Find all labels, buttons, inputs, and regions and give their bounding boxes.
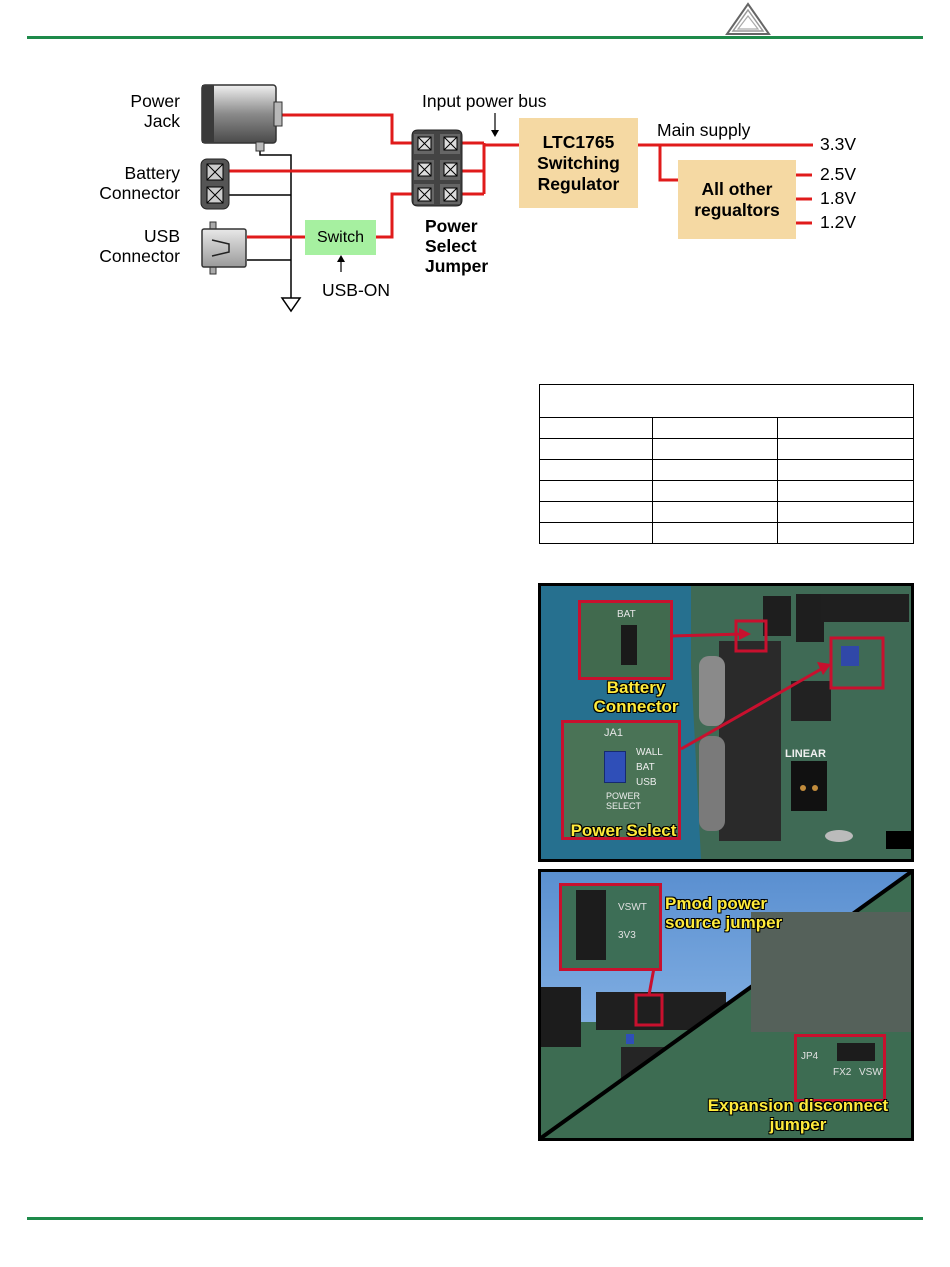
table-row (539, 480, 914, 502)
power-jack-label: Power Jack (130, 91, 180, 131)
table-row (539, 459, 914, 481)
power-wires (229, 113, 813, 239)
regulator-box: LTC1765 Switching Regulator (519, 118, 638, 208)
pmod-inset: VSWT 3V3 (559, 883, 662, 971)
switch-box: Switch (305, 220, 376, 255)
jumper-label-usb: USB (636, 777, 657, 788)
usb-connector-label: USB Connector (99, 226, 180, 266)
power-select-jumper-label: Power Select Jumper (425, 216, 489, 276)
pmod-jumper-callout: Pmod power source jumper (665, 894, 783, 932)
usb-on-label: USB-ON (322, 280, 391, 300)
supply-table (539, 384, 914, 544)
power-select-jumper-icon (411, 129, 463, 207)
output-1v8: 1.8V (820, 188, 856, 208)
ja1-silk: JA1 (604, 727, 623, 739)
expansion-header (837, 1043, 875, 1061)
battery-connector-label: Battery Connector (99, 163, 180, 203)
table-caption-cell (539, 384, 914, 418)
table-row (539, 438, 914, 460)
vswt-silk: VSWT (859, 1067, 886, 1078)
jp4-silk: JP4 (801, 1051, 819, 1062)
power-select-callout: Power Select (570, 821, 677, 840)
pmod-silk-vswt: VSWT (618, 902, 647, 913)
board-photo-power-select: BAT Battery Connector JA1 WALL BAT USB P… (538, 583, 914, 862)
header-rule (27, 36, 923, 39)
main-supply-label: Main supply (657, 120, 751, 140)
output-1v2: 1.2V (820, 212, 856, 232)
ground-wires (229, 143, 292, 298)
pmod-header (576, 890, 606, 960)
usb-connector-icon (201, 221, 247, 275)
jumper-label-wall: WALL (636, 747, 663, 758)
battery-header (621, 625, 637, 665)
table-header-row (539, 417, 914, 439)
pmod-silk-3v3: 3V3 (618, 930, 636, 941)
fx2-silk: FX2 (833, 1067, 852, 1078)
table-row (539, 522, 914, 544)
power-select-silk: POWER SELECT (606, 791, 642, 811)
table-row (539, 501, 914, 523)
blue-jumper-icon (604, 751, 626, 783)
other-regulators-box: All other regualtors (678, 160, 796, 239)
output-3v3: 3.3V (820, 134, 856, 154)
ground-symbol-icon (280, 297, 302, 313)
battery-connector-callout: Battery Connector (593, 678, 679, 716)
bat-silk: BAT (617, 609, 636, 620)
board-photo-jumpers: VSWT 3V3 Pmod power source jumper JP4 FX… (538, 869, 914, 1141)
power-jack-icon (201, 84, 283, 152)
expansion-inset: JP4 FX2 VSWT (794, 1034, 886, 1102)
linear-brand-silk: LINEAR (785, 748, 826, 760)
input-power-bus-label: Input power bus (422, 91, 547, 111)
triangle-logo-icon (725, 2, 771, 35)
battery-connector-icon (200, 158, 230, 210)
footer-rule (27, 1217, 923, 1220)
expansion-jumper-callout: Expansion disconnect jumper (707, 1096, 889, 1134)
jumper-label-bat: BAT (636, 762, 655, 773)
power-diagram: Power Jack Battery Connector USB Connect… (0, 0, 950, 330)
battery-inset: BAT (578, 600, 673, 680)
output-2v5: 2.5V (820, 164, 856, 184)
power-select-inset: JA1 WALL BAT USB POWER SELECT (561, 720, 681, 840)
power-circuit-drawing (200, 84, 813, 313)
